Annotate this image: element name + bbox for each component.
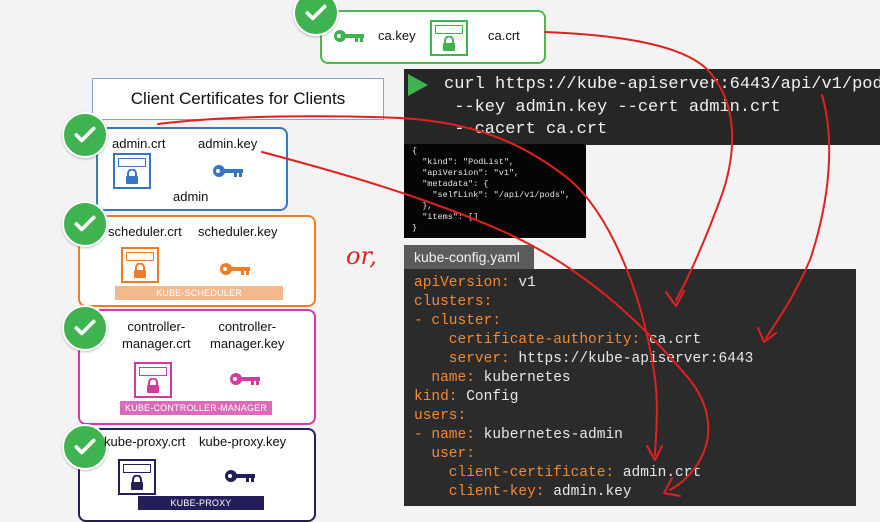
section-title: Client Certificates for Clients <box>92 78 384 120</box>
kube-proxy-key-icon <box>225 470 255 482</box>
json-response-output: { "kind": "PodList", "apiVersion": "v1",… <box>404 144 586 238</box>
yaml-line: user: <box>414 446 475 462</box>
curl-line-1: curl https://kube-apiserver:6443/api/v1/… <box>444 75 880 94</box>
kube-proxy-check-icon <box>62 424 108 470</box>
admin-key-label: admin.key <box>198 136 258 151</box>
json-line: "selfLink": "/api/v1/pods", <box>412 190 571 200</box>
kube-proxy-band: KUBE-PROXY <box>138 496 264 510</box>
admin-crt-label: admin.crt <box>112 136 166 151</box>
json-line: }, <box>412 201 433 211</box>
kube-proxy-cert-icon <box>118 459 156 495</box>
yaml-line: clusters: <box>414 294 493 310</box>
ca-check-icon <box>293 0 339 36</box>
ca-crt-label: ca.crt <box>488 28 520 43</box>
controller-manager-check-icon <box>62 305 108 351</box>
yaml-line: kind: Config <box>414 389 519 405</box>
ca-cert-icon <box>430 20 468 56</box>
yaml-line: users: <box>414 408 467 424</box>
controller-manager-key-label: controller- manager.key <box>210 319 285 351</box>
scheduler-key-icon <box>220 263 250 275</box>
yaml-line: client-key: admin.key <box>414 484 632 500</box>
json-line: "apiVersion": "v1", <box>412 168 520 178</box>
scheduler-crt-label: scheduler.crt <box>108 224 182 239</box>
json-line: "kind": "PodList", <box>412 157 515 167</box>
json-line: "metadata": { <box>412 179 489 189</box>
scheduler-cert-icon <box>121 247 159 283</box>
admin-key-icon <box>213 165 243 177</box>
handwritten-or-annotation: or, <box>346 242 377 270</box>
admin-cert-icon <box>113 153 151 189</box>
scheduler-key-label: scheduler.key <box>198 224 278 239</box>
admin-name-label: admin <box>173 189 209 204</box>
controller-manager-crt-label: controller- manager.crt <box>122 319 191 351</box>
json-line: { <box>412 146 418 156</box>
yaml-line: client-certificate: admin.crt <box>414 465 702 481</box>
curl-line-3: --cacert ca.crt <box>444 120 608 139</box>
controller-manager-key-icon <box>230 373 260 385</box>
play-icon <box>408 74 428 96</box>
scheduler-band: KUBE-SCHEDULER <box>115 286 283 300</box>
yaml-line: server: https://kube-apiserver:6443 <box>414 351 754 367</box>
curl-line-2: --key admin.key --cert admin.crt <box>444 98 781 117</box>
yaml-line: apiVersion: v1 <box>414 275 536 291</box>
yaml-file-tab: kube-config.yaml <box>404 245 534 269</box>
admin-check-icon <box>62 112 108 158</box>
ca-key-icon <box>334 30 364 42</box>
yaml-line: - cluster: <box>414 313 502 329</box>
json-line: "items": [] <box>412 212 479 222</box>
controller-manager-band: KUBE-CONTROLLER-MANAGER <box>120 401 272 415</box>
ca-key-label: ca.key <box>378 28 416 43</box>
kube-proxy-crt-label: kube-proxy.crt <box>104 434 186 449</box>
scheduler-check-icon <box>62 201 108 247</box>
controller-manager-cert-icon <box>134 362 172 398</box>
json-line: } <box>412 223 418 233</box>
yaml-line: certificate-authority: ca.crt <box>414 332 702 348</box>
kube-config-yaml-panel: apiVersion: v1 clusters: - cluster: cert… <box>404 269 856 506</box>
yaml-line: - name: kubernetes-admin <box>414 427 623 443</box>
kube-proxy-key-label: kube-proxy.key <box>199 434 287 449</box>
yaml-line: name: kubernetes <box>414 370 571 386</box>
